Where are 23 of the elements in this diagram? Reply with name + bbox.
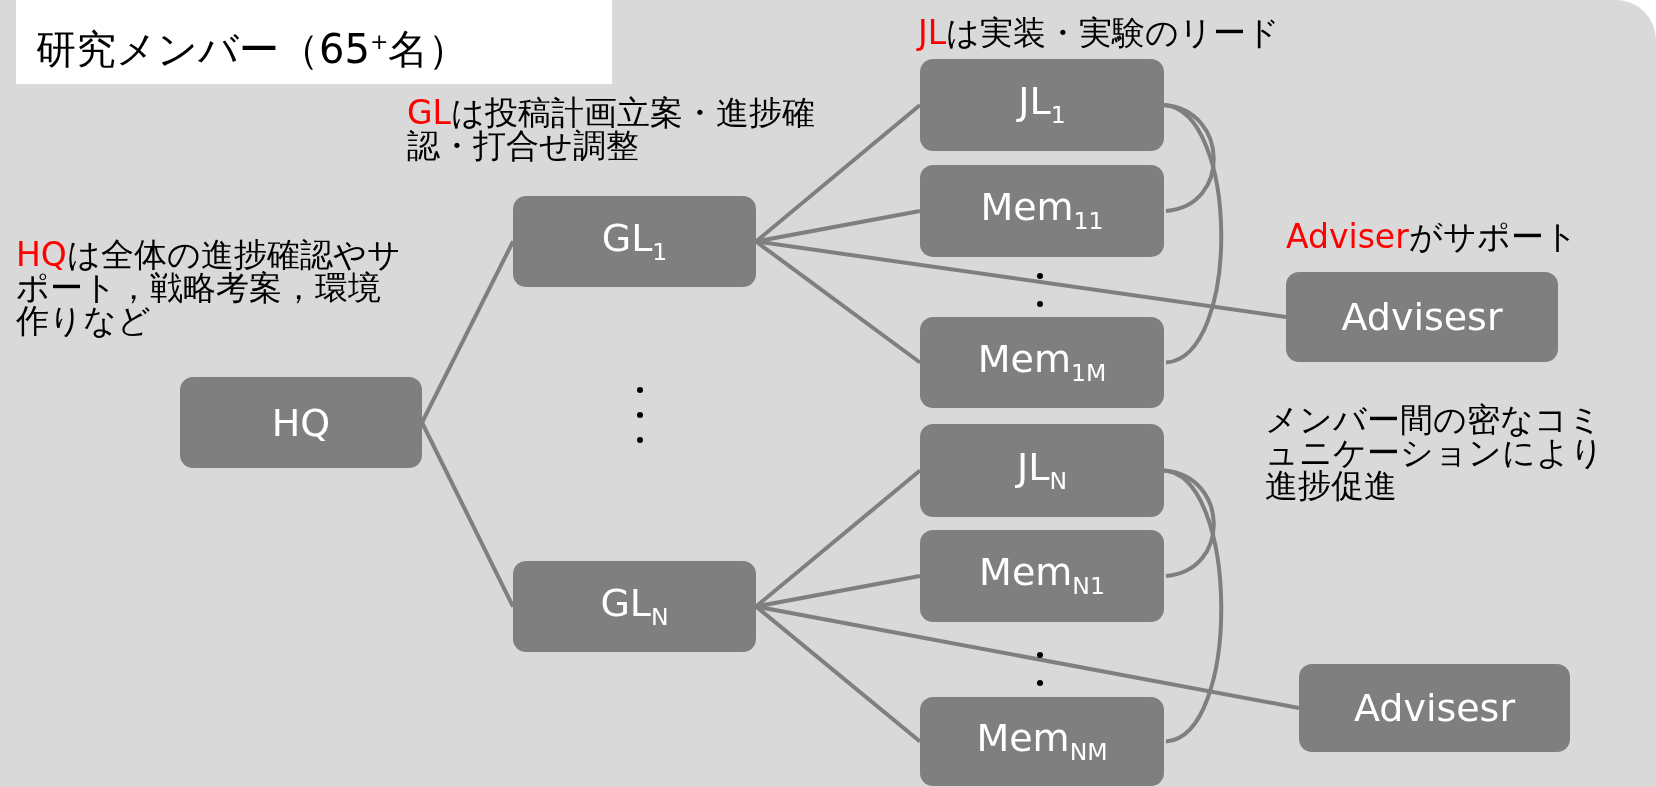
annotation-text: メンバー間の密なコミュニケーションにより進捗促進 bbox=[1265, 403, 1605, 502]
member-box: GL$_{N}$ bbox=[513, 561, 756, 652]
member-box: JL$_{1}$ bbox=[920, 59, 1164, 151]
member-box: Mem$_{N1}$ bbox=[920, 530, 1164, 622]
member-box: HQ bbox=[180, 377, 422, 468]
annotation-text: GLは投稿計画立案・進捗確認・打合せ調整 bbox=[407, 96, 816, 162]
member-box: JL$_{N}$ bbox=[920, 424, 1164, 517]
curved-connector bbox=[1163, 103, 1216, 213]
title-box: 研究メンバー（65$^{+}$名） bbox=[16, 0, 612, 84]
annotation-text: Adviserがサポート bbox=[1286, 220, 1579, 253]
member-box: Advisesr bbox=[1286, 272, 1558, 362]
connector-line bbox=[420, 240, 515, 424]
curved-connector bbox=[1163, 103, 1224, 365]
annotation-text: HQは全体の進捗確認やサポート，戦略考案，環境作りなど bbox=[16, 238, 402, 337]
member-box: Mem$_{1M}$ bbox=[920, 317, 1164, 408]
member-box: Advisesr bbox=[1299, 664, 1570, 752]
connector-line bbox=[420, 421, 515, 608]
curved-connector bbox=[1163, 468, 1216, 578]
curved-connector bbox=[1163, 468, 1224, 744]
member-box: Mem$_{11}$ bbox=[920, 165, 1164, 257]
annotation-text: JLは実装・実験のリード bbox=[918, 16, 1282, 49]
member-box: Mem$_{NM}$ bbox=[920, 697, 1164, 786]
member-box: GL$_{1}$ bbox=[513, 196, 756, 287]
